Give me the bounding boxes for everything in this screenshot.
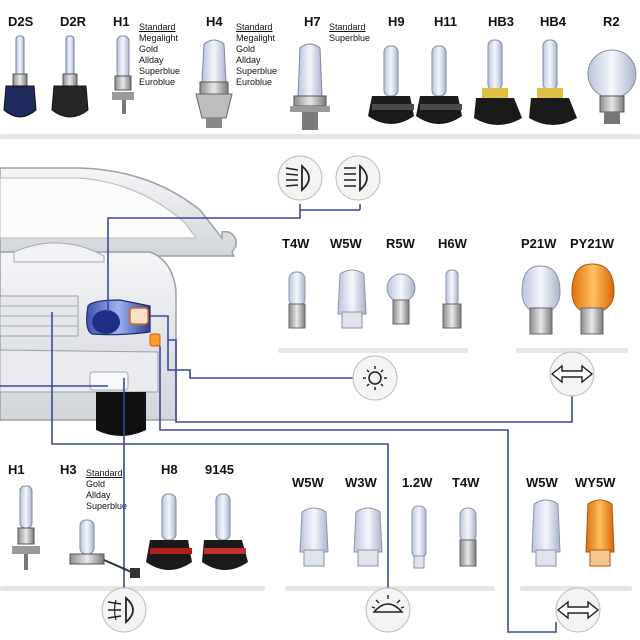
- bulb-9145-icon: [202, 493, 248, 570]
- interior-light-icon: [365, 587, 411, 633]
- h3-variants: Standard Gold Allday Superblue: [86, 468, 128, 511]
- label-1-2w: 1.2W: [402, 475, 433, 490]
- bulb-1-2w-icon: [411, 505, 427, 569]
- bulb-h4-icon: [195, 39, 233, 128]
- label-h7: H7: [304, 14, 321, 29]
- front-indicator: [129, 307, 149, 325]
- label-t4w-mid: T4W: [282, 236, 310, 251]
- label-hb4: HB4: [540, 14, 567, 29]
- label-9145: 9145: [205, 462, 234, 477]
- bulb-h6w-icon: [442, 269, 462, 329]
- bulb-w3w-icon: [353, 507, 383, 567]
- fog-light-icon: [101, 587, 147, 633]
- bulb-h1-bottom-icon: [12, 485, 40, 570]
- bottom-shelf-left: [0, 586, 265, 591]
- label-h3: H3: [60, 462, 77, 477]
- bulb-d2r-icon: [51, 35, 89, 118]
- label-h1-bottom: H1: [8, 462, 25, 477]
- bulb-hb4-icon: [529, 39, 577, 125]
- label-t4w-bottom: T4W: [452, 475, 480, 490]
- bulb-h9-icon: [368, 45, 414, 124]
- label-h4: H4: [206, 14, 223, 29]
- label-d2s: D2S: [8, 14, 34, 29]
- high-beam-icon: [335, 155, 381, 201]
- bulb-r2-icon: [587, 49, 637, 124]
- label-h1-top: H1: [113, 14, 130, 29]
- h4-variants: Standard Megalight Gold Allday Superblue…: [236, 22, 278, 87]
- bulb-t4w-bottom-icon: [459, 507, 477, 567]
- middle-shelf-right: [516, 348, 628, 353]
- bulb-wy5w-icon: [585, 499, 615, 567]
- bulb-hb3-icon: [474, 39, 522, 125]
- bulb-w5w-right-icon: [531, 499, 561, 567]
- label-w5w-mid: W5W: [330, 236, 362, 251]
- low-beam-icon: [277, 155, 323, 201]
- bulb-h8-icon: [146, 493, 192, 570]
- label-p21w: P21W: [521, 236, 557, 251]
- label-h8: H8: [161, 462, 178, 477]
- label-h11: H11: [434, 14, 458, 29]
- label-w5w-bottom: W5W: [292, 475, 324, 490]
- parking-light-icon: [352, 355, 398, 401]
- label-wy5w: WY5W: [575, 475, 616, 490]
- bulb-w5w-bottom-icon: [299, 507, 329, 567]
- bulb-h7-icon: [290, 43, 330, 130]
- bulb-r5w-icon: [386, 273, 416, 325]
- bulb-h3-icon: [69, 519, 140, 578]
- label-r2: R2: [603, 14, 620, 29]
- top-shelf: [0, 134, 640, 139]
- side-indicator-icon: [555, 587, 601, 633]
- connector-lines: [0, 204, 573, 633]
- label-h9: H9: [388, 14, 405, 29]
- bulb-w5w-mid-icon: [337, 269, 367, 329]
- bulb-t4w-mid-icon: [288, 271, 306, 329]
- bulb-h1-top-icon: [112, 35, 134, 114]
- bulb-p21w-icon: [521, 265, 561, 335]
- label-hb3: HB3: [488, 14, 515, 29]
- headlamp-reflector: [92, 310, 120, 334]
- h1-variants: Standard Megalight Gold Allday Superblue…: [139, 22, 181, 87]
- label-w3w: W3W: [345, 475, 377, 490]
- label-d2r: D2R: [60, 14, 87, 29]
- turn-signal-icon: [549, 351, 595, 397]
- h7-variants: Standard Superblue: [329, 22, 371, 43]
- label-r5w: R5W: [386, 236, 415, 251]
- side-marker: [149, 333, 161, 347]
- bulb-py21w-icon: [571, 263, 615, 335]
- middle-shelf-left: [278, 348, 468, 353]
- label-w5w-right: W5W: [526, 475, 558, 490]
- bulb-h11-icon: [416, 45, 462, 124]
- label-py21w: PY21W: [570, 236, 615, 251]
- car-illustration: [0, 167, 237, 436]
- bulb-d2s-icon: [3, 35, 37, 118]
- label-h6w: H6W: [438, 236, 467, 251]
